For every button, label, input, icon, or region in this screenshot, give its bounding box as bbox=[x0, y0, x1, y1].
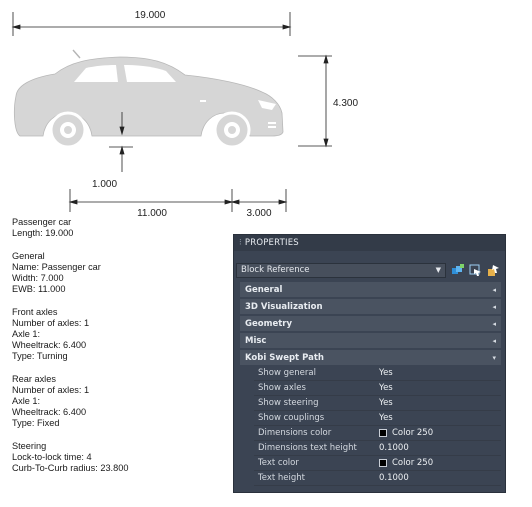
chevron-left-icon[interactable]: ◂ bbox=[492, 285, 496, 294]
object-type-value: Block Reference bbox=[241, 265, 310, 275]
property-value-text: 0.1000 bbox=[379, 473, 409, 483]
palette-title-bar[interactable]: ⁝PROPERTIES bbox=[234, 235, 505, 251]
category-3d-visualization[interactable]: 3D Visualization ◂ bbox=[240, 299, 501, 314]
info-line: Number of axles: 1 bbox=[12, 318, 90, 328]
info-line: Passenger car bbox=[12, 217, 72, 227]
property-name: Show axles bbox=[258, 383, 306, 393]
property-row[interactable]: Show axles Yes bbox=[254, 381, 501, 396]
chevron-left-icon[interactable]: ◂ bbox=[492, 319, 496, 328]
property-name: Show couplings bbox=[258, 413, 325, 423]
property-row[interactable]: Text height 0.1000 bbox=[254, 471, 501, 486]
color-swatch bbox=[379, 459, 387, 467]
property-name: Text color bbox=[258, 458, 299, 468]
property-name: Show general bbox=[258, 368, 316, 378]
info-line: General bbox=[12, 251, 45, 261]
info-line: Number of axles: 1 bbox=[12, 385, 90, 395]
info-line: Type: Turning bbox=[12, 351, 68, 361]
color-swatch bbox=[379, 429, 387, 437]
property-value-text: Yes bbox=[379, 413, 393, 423]
info-line: Front axles bbox=[12, 307, 58, 317]
overall-length-text: 19.000 bbox=[135, 10, 166, 21]
property-value[interactable]: Color 250 bbox=[375, 428, 501, 438]
info-line: EWB: 11.000 bbox=[12, 284, 66, 294]
quick-select-icon[interactable] bbox=[487, 264, 500, 277]
info-spacer bbox=[12, 362, 222, 374]
chevron-down-icon[interactable]: ▾ bbox=[492, 353, 496, 362]
property-value-text: Yes bbox=[379, 368, 393, 378]
property-value-text: 0.1000 bbox=[379, 443, 409, 453]
info-spacer bbox=[12, 295, 222, 307]
property-row[interactable]: Text color Color 250 bbox=[254, 456, 501, 471]
ground-clearance-text: 1.000 bbox=[92, 179, 117, 190]
wheelbase-text: 11.000 bbox=[137, 208, 167, 219]
property-value-text: Yes bbox=[379, 398, 393, 408]
property-value-text: Color 250 bbox=[392, 458, 434, 468]
property-value[interactable]: Yes bbox=[375, 383, 501, 393]
property-row[interactable]: Dimensions color Color 250 bbox=[254, 426, 501, 441]
category-kobi-swept-path-label: Kobi Swept Path bbox=[245, 352, 324, 363]
property-name: Show steering bbox=[258, 398, 319, 408]
property-name: Dimensions text height bbox=[258, 443, 357, 453]
object-type-select[interactable]: Block Reference ▼ bbox=[236, 262, 446, 278]
property-row[interactable]: Dimensions text height 0.1000 bbox=[254, 441, 501, 456]
property-value[interactable]: Yes bbox=[375, 368, 501, 378]
height-text: 4.300 bbox=[333, 98, 358, 109]
category-geometry-label: Geometry bbox=[245, 318, 292, 329]
property-row[interactable]: Show general Yes bbox=[254, 366, 501, 381]
chevron-left-icon[interactable]: ◂ bbox=[492, 302, 496, 311]
property-value[interactable]: Color 250 bbox=[375, 458, 501, 468]
info-line: Axle 1: bbox=[12, 329, 41, 339]
info-line: Name: Passenger car bbox=[12, 262, 101, 272]
property-value[interactable]: 0.1000 bbox=[375, 473, 501, 483]
info-line: Width: 7.000 bbox=[12, 273, 64, 283]
front-overhang-text: 3.000 bbox=[246, 208, 271, 219]
property-value-text: Yes bbox=[379, 383, 393, 393]
chevron-left-icon[interactable]: ◂ bbox=[492, 336, 496, 345]
property-name: Dimensions color bbox=[258, 428, 332, 438]
grip-icon[interactable]: ⁝ bbox=[239, 238, 242, 248]
category-general-label: General bbox=[245, 284, 283, 295]
toggle-pickadd-icon[interactable] bbox=[451, 263, 464, 277]
category-general[interactable]: General ◂ bbox=[240, 282, 501, 297]
vehicle-drawing: 19.000 4.300 1.0 bbox=[11, 10, 358, 219]
info-line: Wheeltrack: 6.400 bbox=[12, 407, 87, 417]
property-row[interactable]: Show couplings Yes bbox=[254, 411, 501, 426]
category-kobi-swept-path[interactable]: Kobi Swept Path ▾ bbox=[240, 350, 501, 365]
info-line: Axle 1: bbox=[12, 396, 41, 406]
wheelbase-dimension bbox=[68, 189, 288, 212]
info-line: Type: Fixed bbox=[12, 418, 60, 428]
info-line: Rear axles bbox=[12, 374, 56, 384]
property-value-text: Color 250 bbox=[392, 428, 434, 438]
ground-clearance-dimension bbox=[109, 112, 133, 172]
dropdown-arrow-icon[interactable]: ▼ bbox=[435, 266, 441, 274]
category-misc[interactable]: Misc ◂ bbox=[240, 333, 501, 348]
property-value[interactable]: Yes bbox=[375, 413, 501, 423]
info-spacer bbox=[12, 429, 222, 441]
select-objects-icon[interactable] bbox=[469, 264, 482, 277]
info-line: Curb-To-Curb radius: 23.800 bbox=[12, 463, 129, 473]
info-line: Lock-to-lock time: 4 bbox=[12, 452, 92, 462]
info-line: Steering bbox=[12, 441, 47, 451]
info-line: Wheeltrack: 6.400 bbox=[12, 340, 87, 350]
car-silhouette bbox=[13, 49, 284, 149]
properties-palette[interactable]: ⁝PROPERTIES Block Reference ▼ bbox=[233, 234, 506, 493]
height-dimension bbox=[298, 54, 332, 148]
category-misc-label: Misc bbox=[245, 335, 267, 346]
property-value[interactable]: 0.1000 bbox=[375, 443, 501, 453]
property-row[interactable]: Show steering Yes bbox=[254, 396, 501, 411]
overall-length-dimension bbox=[11, 12, 292, 36]
info-line: Length: 19.000 bbox=[12, 228, 74, 238]
info-spacer bbox=[12, 239, 222, 251]
property-value[interactable]: Yes bbox=[375, 398, 501, 408]
palette-title: PROPERTIES bbox=[244, 238, 299, 248]
category-geometry[interactable]: Geometry ◂ bbox=[240, 316, 501, 331]
category-3d-visualization-label: 3D Visualization bbox=[245, 301, 323, 312]
property-name: Text height bbox=[258, 473, 305, 483]
